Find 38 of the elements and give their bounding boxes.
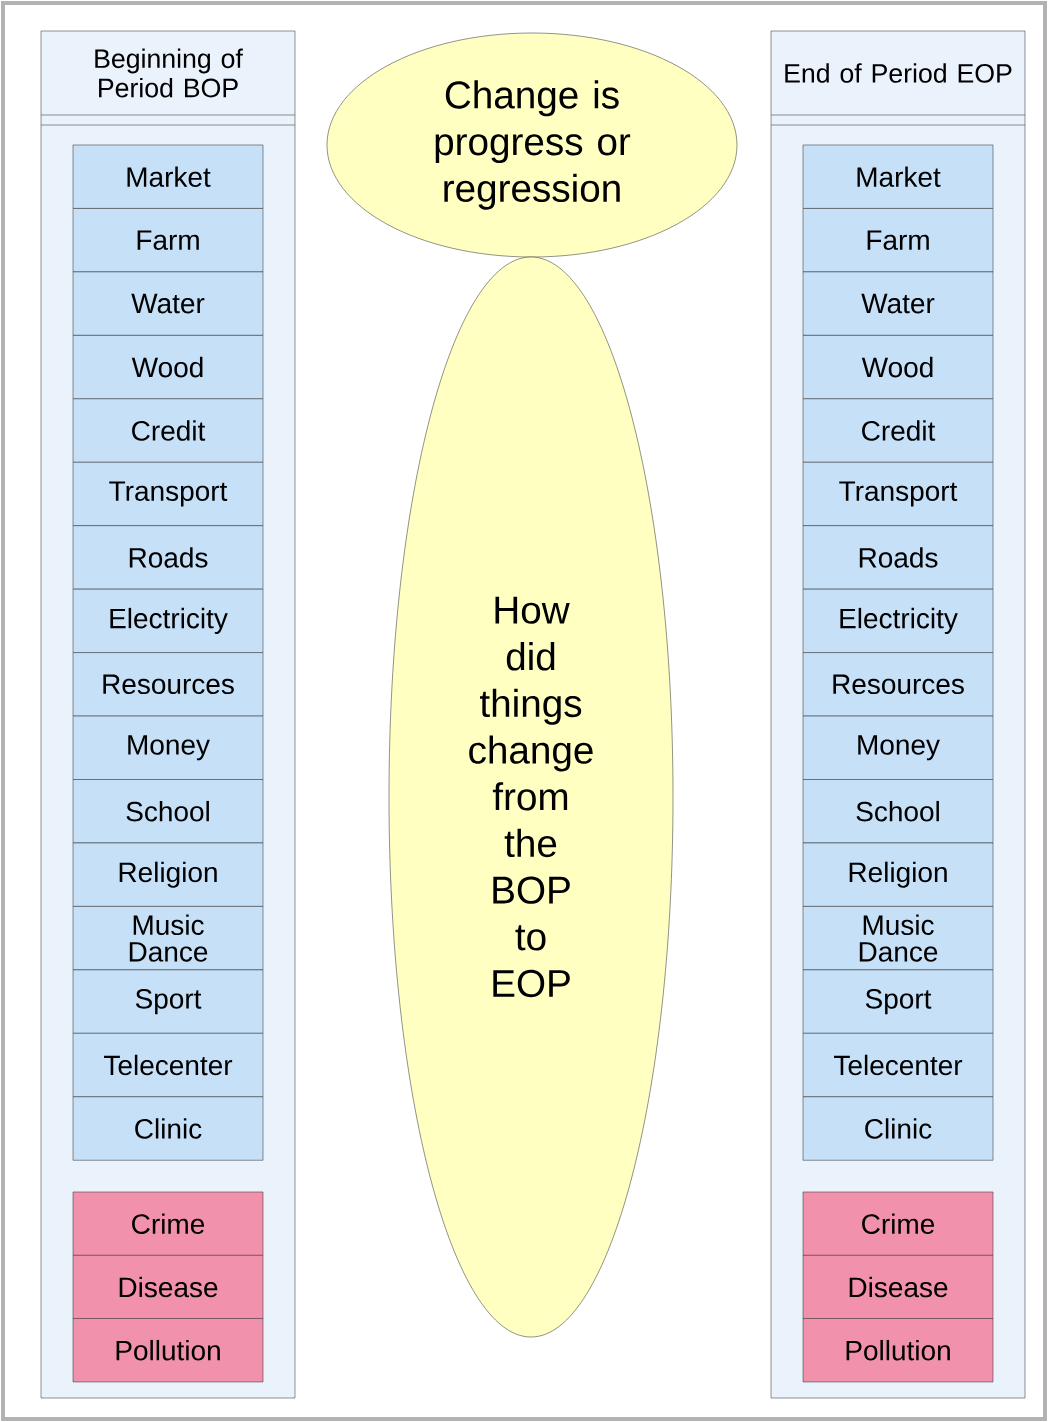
problem-box: Crime: [802, 1191, 994, 1256]
item-box: Music Dance: [72, 906, 264, 971]
item-box: Resources: [802, 652, 994, 717]
item-box: Farm: [72, 208, 264, 273]
item-box: Telecenter: [802, 1033, 994, 1097]
item-box: Wood: [72, 335, 264, 400]
item-box: Telecenter: [72, 1033, 264, 1097]
item-box: Religion: [72, 842, 264, 907]
problem-box: Disease: [72, 1255, 264, 1319]
item-box: Electricity: [72, 588, 264, 653]
item-box: Roads: [802, 525, 994, 590]
item-box: Sport: [802, 969, 994, 1034]
problem-box: Pollution: [72, 1318, 264, 1383]
item-box: Water: [72, 271, 264, 336]
problem-box: Pollution: [802, 1318, 994, 1383]
item-box: Money: [802, 715, 994, 780]
item-box: Farm: [802, 208, 994, 273]
item-box: Money: [72, 715, 264, 780]
item-box: School: [72, 779, 264, 844]
problem-box: Crime: [72, 1191, 264, 1256]
item-box: Clinic: [802, 1096, 994, 1161]
item-box: Music Dance: [802, 906, 994, 971]
item-box: Electricity: [802, 588, 994, 653]
item-box: Transport: [72, 462, 264, 526]
item-box: School: [802, 779, 994, 844]
item-box: Transport: [802, 462, 994, 526]
item-box: Clinic: [72, 1096, 264, 1161]
item-box: Market: [72, 144, 264, 209]
item-box: Credit: [72, 398, 264, 463]
item-box: Resources: [72, 652, 264, 717]
item-box: Wood: [802, 335, 994, 400]
item-box: Water: [802, 271, 994, 336]
item-box: Sport: [72, 969, 264, 1034]
item-box: Market: [802, 144, 994, 209]
item-box: Roads: [72, 525, 264, 590]
item-box: Religion: [802, 842, 994, 907]
problem-box: Disease: [802, 1255, 994, 1319]
item-box: Credit: [802, 398, 994, 463]
